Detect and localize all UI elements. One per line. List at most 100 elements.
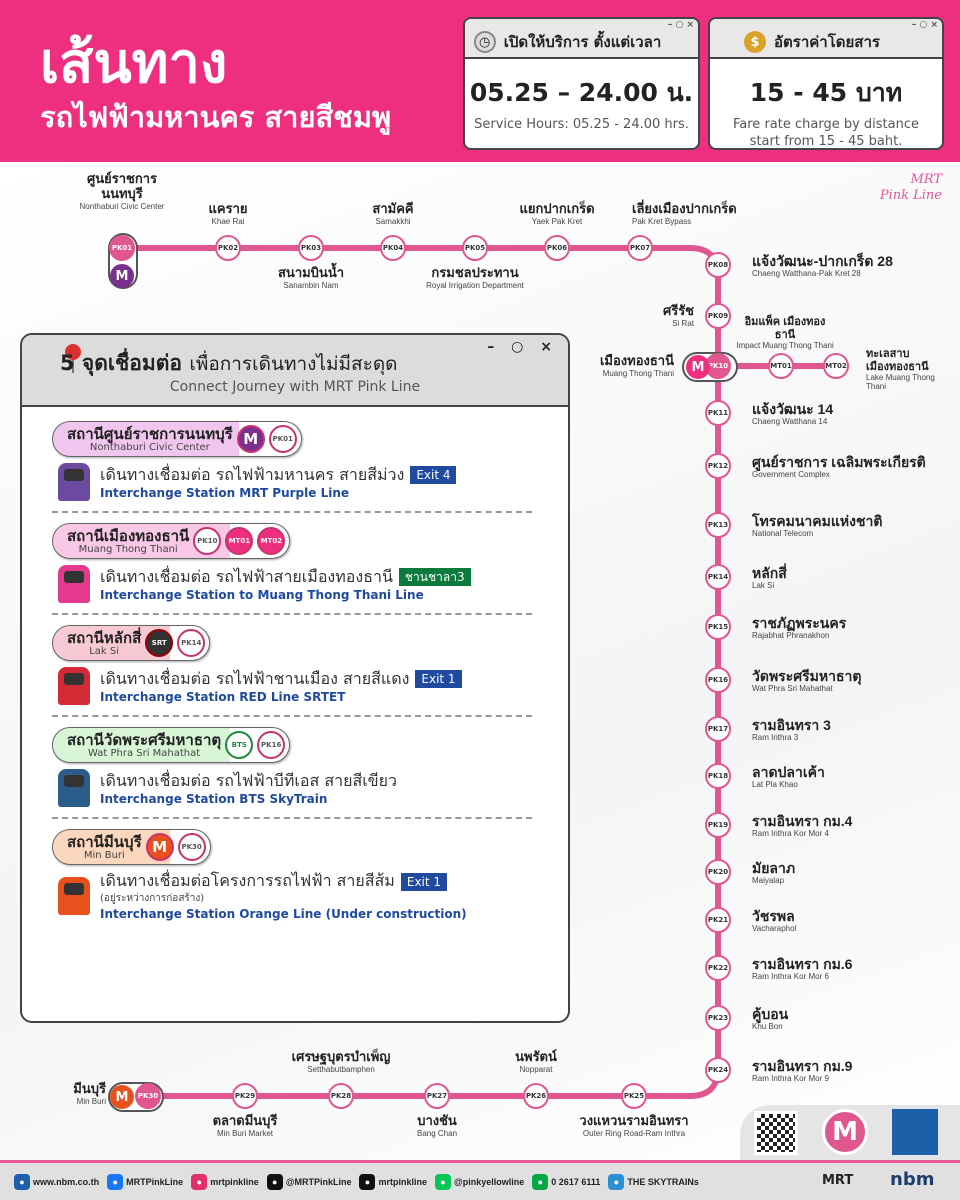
station-name-th: เมืองทองธานี: [599, 353, 674, 368]
footer-link[interactable]: ●THE SKYTRAINs: [608, 1173, 699, 1190]
station-marker-pk25[interactable]: PK25: [621, 1083, 647, 1109]
fare-value: 15 - 45 บาท: [749, 78, 903, 107]
service-hours-card: ◷เปิดให้บริการ ตั้งแต่เวลา– ○ × 05.25 – …: [463, 17, 700, 150]
connection-en: Interchange Station to Muang Thong Thani…: [100, 587, 424, 602]
station-marker-pk12[interactable]: PK12: [705, 453, 731, 479]
station-marker-pk17[interactable]: PK17: [705, 716, 731, 742]
connection-en: Interchange Station Orange Line (Under c…: [100, 907, 467, 921]
line-code-mt01: MT01: [225, 527, 254, 555]
connection-note: (อยู่ระหว่างการก่อสร้าง): [100, 893, 205, 904]
brand-line1: MRT: [910, 172, 942, 187]
connection-th-text: เดินทางเชื่อมต่อ รถไฟฟ้าสายเมืองทองธานี: [100, 566, 393, 586]
station-marker-pk19[interactable]: PK19: [705, 812, 731, 838]
station-marker-pk05[interactable]: PK05: [462, 235, 488, 261]
qr-code[interactable]: [754, 1111, 798, 1155]
connection-en: Interchange Station MRT Purple Line: [100, 485, 350, 500]
connection-th: เดินทางเชื่อมต่อ รถไฟฟ้าสายเมืองทองธานี ช…: [100, 567, 471, 587]
footer-link[interactable]: ●www.nbm.co.th: [14, 1173, 99, 1190]
station-marker-pk11[interactable]: PK11: [705, 400, 731, 426]
station-marker-pk14[interactable]: PK14: [705, 564, 731, 590]
station-name-en: Lak Si: [752, 581, 775, 591]
station-name-th: ศรีรัช: [662, 303, 694, 318]
station-marker-pk15[interactable]: PK15: [705, 614, 731, 640]
connection-th: เดินทางเชื่อมต่อ รถไฟฟ้าบีทีเอส สายสีเขี…: [100, 771, 397, 791]
footer-link[interactable]: ●@MRTPinkLine: [266, 1173, 351, 1190]
station-marker-pk02[interactable]: PK02: [215, 235, 241, 261]
connection-th-text: เดินทางเชื่อมต่อ รถไฟฟ้ามหานคร สายสีม่วง: [100, 464, 405, 484]
station-marker-mt02[interactable]: MT02: [823, 353, 849, 379]
station-name-en: Ram Inthra Kor Mor 4: [752, 829, 829, 839]
station-label-pk30: มีนบุรีMin Buri: [73, 1081, 106, 1106]
station-marker-mt01[interactable]: MT01: [768, 353, 794, 379]
station-marker-pk04[interactable]: PK04: [380, 235, 406, 261]
footer-link-text: 0 2617 6111: [551, 1176, 601, 1187]
station-name-th: รามอินทรา กม.6: [752, 956, 853, 972]
station-name-th: วัดพระศรีมหาธาตุ: [752, 668, 862, 684]
station-name-en: Min Buri: [83, 849, 125, 861]
station-marker-pk30[interactable]: PK30: [135, 1083, 161, 1109]
station-marker-pk21[interactable]: PK21: [705, 907, 731, 933]
station-marker-pk07[interactable]: PK07: [627, 235, 653, 261]
station-marker-pk27[interactable]: PK27: [424, 1083, 450, 1109]
station-name-en: Min Buri Market: [216, 1128, 273, 1138]
station-name-th: หลักสี่: [752, 565, 787, 581]
connections-panel: 5 จุดเชื่อมต่อ เพื่อการเดินทางไม่มีสะดุด…: [20, 333, 570, 1023]
station-marker-pk03[interactable]: PK03: [298, 235, 324, 261]
train-icon: [58, 667, 90, 705]
window-controls[interactable]: – ○ ×: [487, 339, 558, 355]
station-name-en: Samakkhi: [375, 216, 411, 226]
connection-text: เดินทางเชื่อมต่อ รถไฟฟ้าชานเมือง สายสีแด…: [100, 669, 462, 704]
station-marker-pk24[interactable]: PK24: [705, 1057, 731, 1083]
station-name-en: Nonthaburi Civic Center: [79, 201, 165, 211]
station-name-th: คู้บอน: [752, 1006, 789, 1022]
exit-badge: ชานชาลา3: [398, 568, 471, 586]
station-marker-pk13[interactable]: PK13: [705, 512, 731, 538]
footer-link[interactable]: ●0 2617 6111: [532, 1173, 601, 1190]
station-name-th: โทรคมนาคมแห่งชาติ: [752, 513, 883, 529]
footer-link[interactable]: ●mrtpinkline: [359, 1173, 427, 1190]
station-marker-pk23[interactable]: PK23: [705, 1005, 731, 1031]
station-marker-pk09[interactable]: PK09: [705, 303, 731, 329]
line-code-pk10: PK10: [193, 527, 222, 555]
station-marker-pk18[interactable]: PK18: [705, 763, 731, 789]
nbm-logo-text: nbm: [890, 1169, 935, 1190]
station-label-pk16: วัดพระศรีมหาธาตุWat Phra Sri Mahathat: [752, 668, 942, 693]
station-marker-pk01[interactable]: PK01: [109, 235, 135, 261]
station-name-th: นพรัตน์: [515, 1049, 557, 1064]
station-marker-pk28[interactable]: PK28: [328, 1083, 354, 1109]
station-name-en: Setthabutbamphen: [307, 1064, 375, 1074]
station-marker-pk16[interactable]: PK16: [705, 667, 731, 693]
station-name-en: Wat Phra Sri Mahathat: [87, 747, 201, 759]
footer-link[interactable]: ●MRTPinkLine: [107, 1173, 183, 1190]
exit-badge: Exit 1: [400, 872, 448, 891]
station-name-th: สถานีเมืองทองธานี: [67, 526, 190, 545]
divider: [52, 817, 532, 819]
station-label-pk14: หลักสี่Lak Si: [752, 565, 942, 590]
train-icon: [58, 877, 90, 915]
connection-th: เดินทางเชื่อมต่อ รถไฟฟ้าชานเมือง สายสีแด…: [100, 669, 462, 689]
station-marker-pk20[interactable]: PK20: [705, 859, 731, 885]
station-marker-pk22[interactable]: PK22: [705, 955, 731, 981]
station-name-en: Ram Inthra Kor Mor 6: [752, 972, 829, 982]
interchange-logo-icon: M: [110, 1085, 134, 1109]
station-marker-pk06[interactable]: PK06: [544, 235, 570, 261]
station-name-th: รามอินทรา กม.9: [752, 1058, 853, 1074]
window-controls[interactable]: – ○ ×: [911, 20, 938, 30]
exit-badge: Exit 4: [410, 466, 457, 484]
connection-info: เดินทางเชื่อมต่อ รถไฟฟ้าชานเมือง สายสีแด…: [58, 667, 538, 705]
station-marker-pk26[interactable]: PK26: [523, 1083, 549, 1109]
station-name-th: สนามบินน้ำ: [277, 265, 345, 280]
station-marker-pk29[interactable]: PK29: [232, 1083, 258, 1109]
connection-en: Interchange Station BTS SkyTrain: [100, 791, 328, 806]
station-tag-text: สถานีมีนบุรีMin Buri: [67, 834, 142, 861]
footer-link[interactable]: ●mrtpinkline: [191, 1173, 259, 1190]
station-marker-pk08[interactable]: PK08: [705, 252, 731, 278]
station-name-th: แคราย: [208, 201, 248, 216]
window-controls[interactable]: – ○ ×: [667, 20, 694, 30]
footer-link[interactable]: ●@pinkyellowline: [435, 1173, 524, 1190]
